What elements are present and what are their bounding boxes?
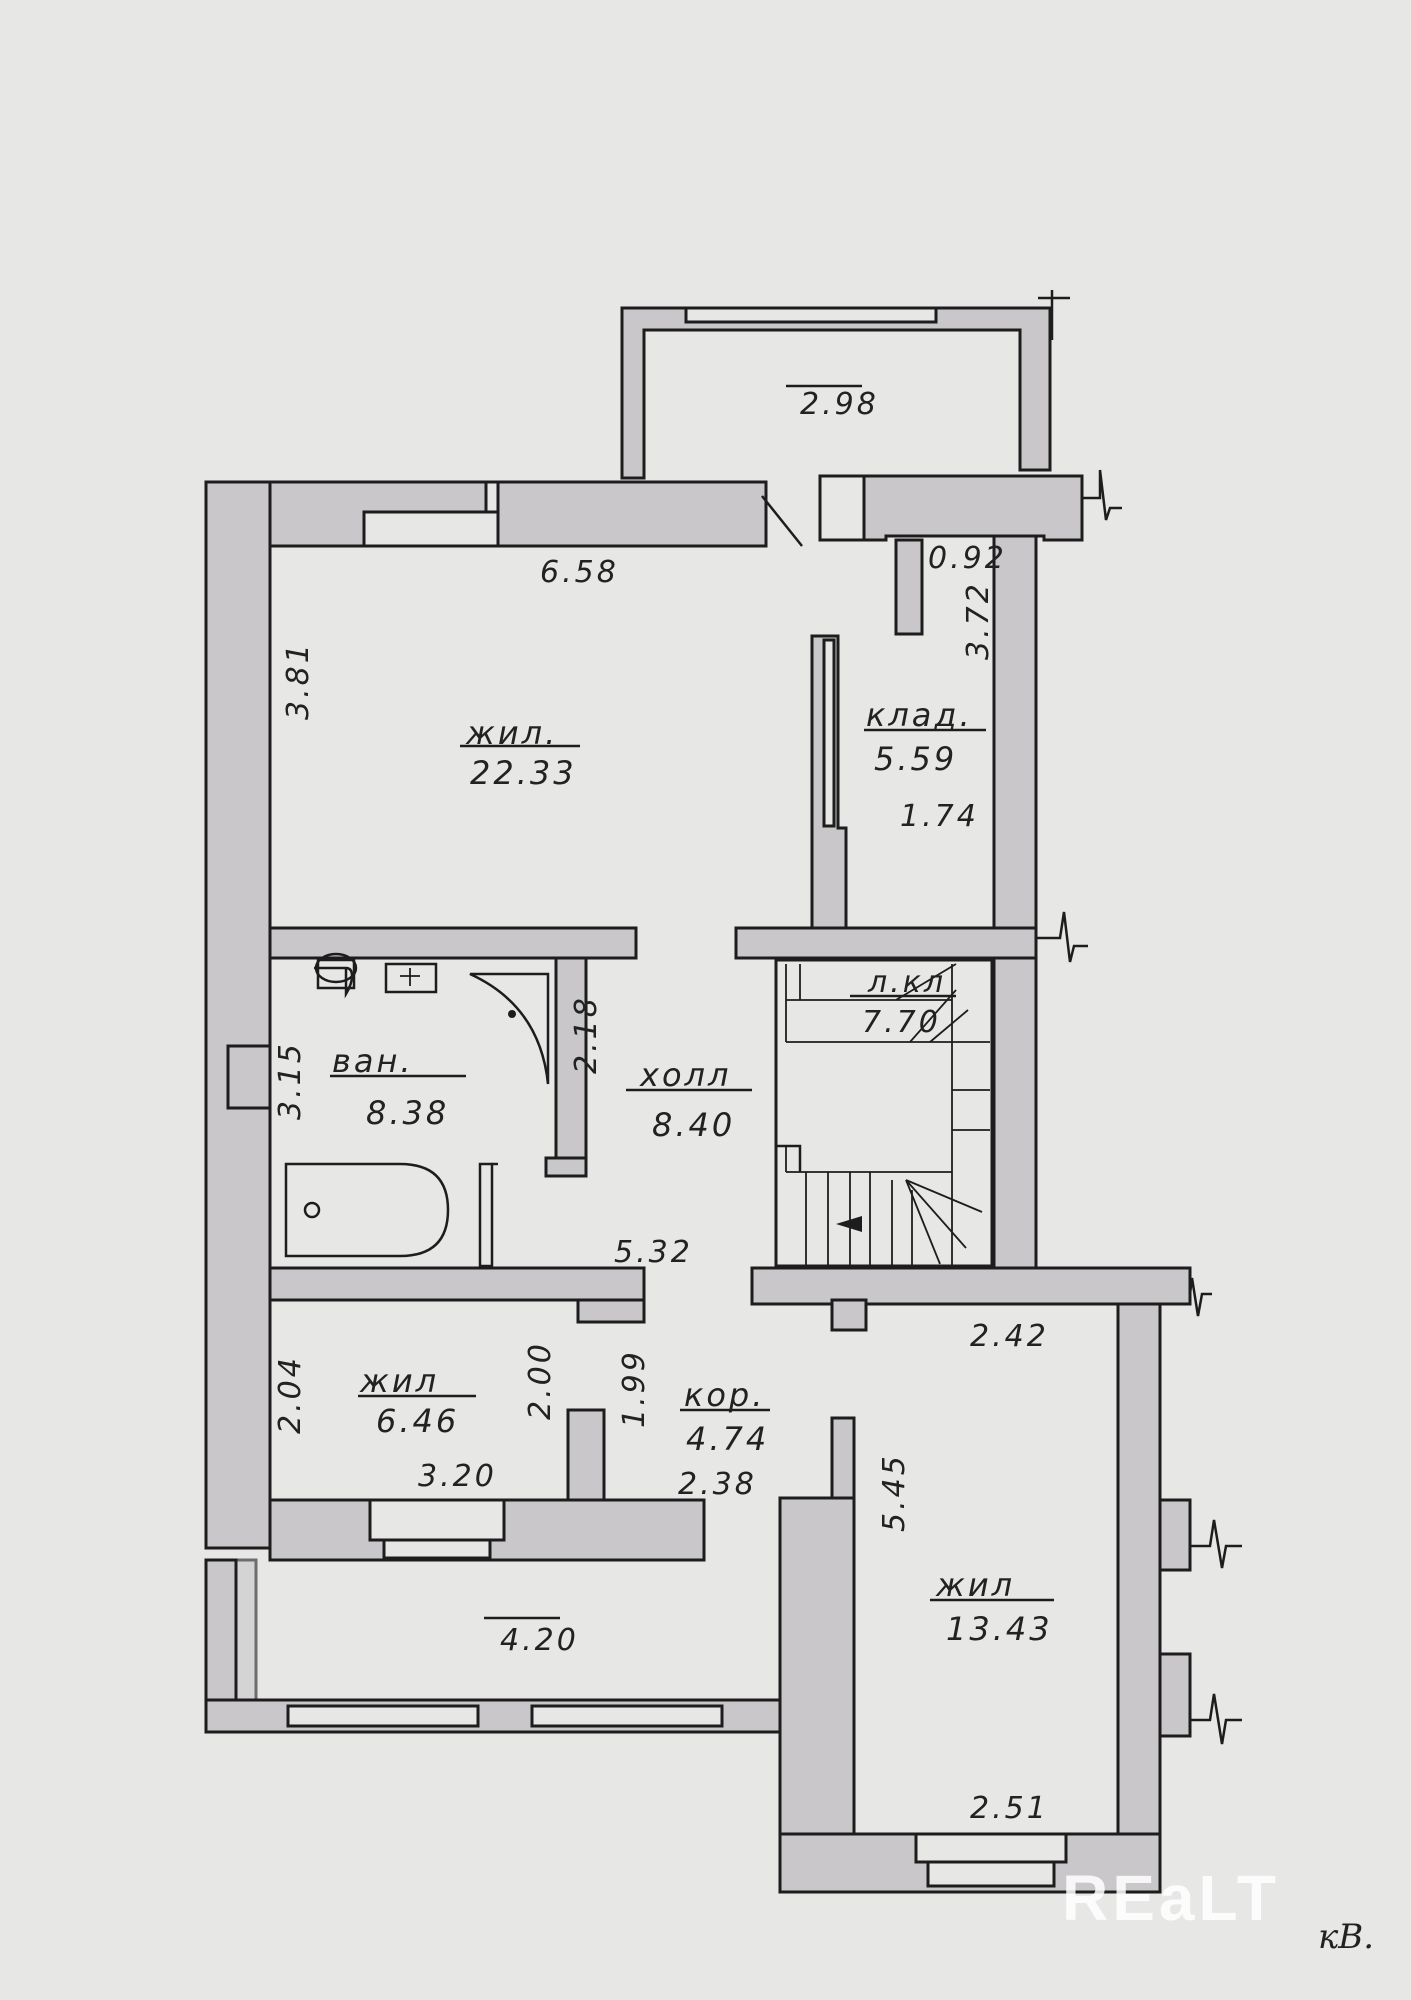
right-room-walls [778, 1302, 1192, 1894]
door-swing [761, 495, 803, 547]
labels: 2.98 6.58 3.81 жил. 22.33 0.92 3.72 клад… [273, 384, 1054, 1826]
living-right-area: 13.43 [946, 1610, 1053, 1648]
balcony-top [620, 290, 1070, 480]
hall-name: холл [639, 1056, 731, 1094]
lower-left-walls [268, 1408, 706, 1562]
living-small-dim-h: 2.04 [273, 1355, 308, 1434]
storage-area: 5.59 [874, 740, 957, 778]
bathroom-fixtures [284, 952, 550, 1268]
living-small-dim-w: 3.20 [418, 1459, 497, 1494]
living-small-name: жил [359, 1362, 439, 1400]
balcony-bottom [204, 1558, 798, 1734]
corridor-area: 4.74 [686, 1420, 769, 1458]
living-big-dim-h: 3.81 [281, 641, 316, 720]
storage-walls [810, 538, 924, 932]
living-right-dim-w-top: 2.42 [970, 1319, 1049, 1354]
bathroom-area: 8.38 [366, 1094, 449, 1132]
balcony-bottom-area: 4.20 [500, 1623, 579, 1658]
bathroom-dim-h: 3.15 [273, 1041, 308, 1120]
break-marks [1036, 469, 1242, 1745]
living-big-area: 22.33 [470, 754, 577, 792]
corner-text: кВ. [1318, 1917, 1374, 1957]
watermark-logo: REaLT [1062, 1862, 1280, 1934]
hall-area: 8.40 [652, 1106, 735, 1144]
mid-walls [268, 926, 1192, 1332]
living-small-dim-h2: 2.00 [523, 1341, 558, 1420]
bathroom-name: ван. [332, 1042, 414, 1080]
living-big-dim-w: 6.58 [540, 555, 619, 590]
storage-dim-w: 0.92 [928, 541, 1007, 576]
storage-dim-extra: 1.74 [900, 799, 979, 834]
hall-dim-w: 5.32 [614, 1235, 693, 1270]
living-right-dim-h: 5.45 [877, 1453, 912, 1532]
bathroom-dim-side: 2.18 [569, 995, 604, 1074]
living-right-name: жил [935, 1566, 1015, 1604]
living-small-area: 6.46 [376, 1402, 459, 1440]
storage-name: клад. [866, 696, 973, 734]
corridor-dim-h: 1.99 [617, 1349, 652, 1428]
corridor-dim-w: 2.38 [678, 1467, 757, 1502]
balcony-top-area: 2.98 [800, 387, 879, 422]
living-right-dim-w-bottom: 2.51 [970, 1791, 1049, 1826]
storage-dim-h: 3.72 [961, 581, 996, 660]
stairs-area: 7.70 [862, 1005, 941, 1040]
outer-walls [204, 474, 1084, 1550]
stairwell [774, 958, 994, 1268]
corridor-name: кор. [684, 1376, 765, 1414]
stairs-name: л.кл [867, 965, 946, 1000]
